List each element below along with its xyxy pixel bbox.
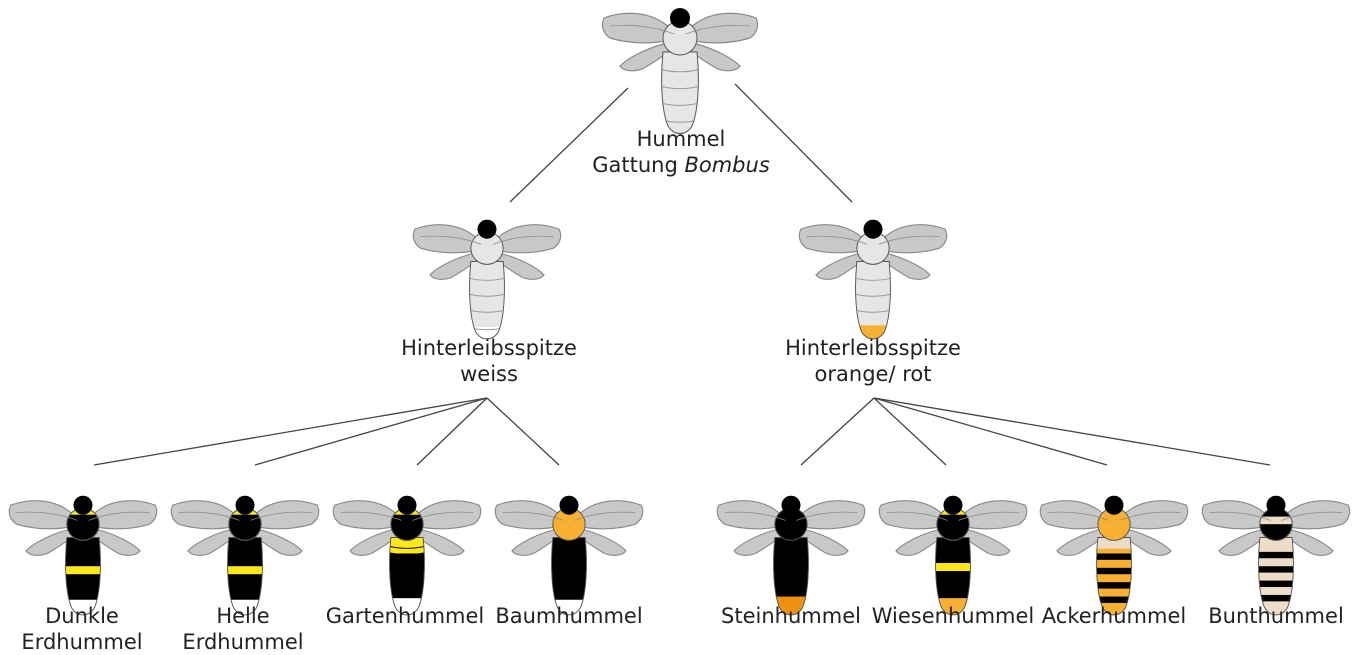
bee-helle-erdhummel-icon [171, 496, 318, 618]
species-label-bunthummel: Bunthummel [1208, 603, 1344, 629]
branch-label-line2: orange/ rot [785, 361, 961, 387]
species-label-wiesenhummel: Wiesenhummel [872, 603, 1035, 629]
root-label-genus: Bombus [684, 153, 769, 177]
bee-steinhummel-icon [717, 496, 864, 618]
bee-bunthummel-icon [1202, 496, 1349, 615]
bee-white-tip-icon [413, 220, 560, 342]
root-label-line1: Hummel [592, 126, 770, 152]
branch-label-line1: Hinterleibsspitze [401, 335, 577, 361]
species-label-baumhummel: Baumhummel [495, 603, 642, 629]
branch-label-line1: Hinterleibsspitze [785, 335, 961, 361]
species-label-helle-erdhummel: Helle Erdhummel [182, 603, 303, 655]
bee-root-icon [602, 8, 757, 134]
species-label-gartenhummel: Gartenhummel [326, 603, 485, 629]
bee-orange-tip-icon [799, 220, 946, 342]
bee-ackerhummel-icon [1040, 496, 1187, 615]
species-label-dunkle-erdhummel: Dunkle Erdhummel [21, 603, 142, 655]
branch-label-line2: weiss [401, 361, 577, 387]
bee-wiesenhummel-icon [879, 496, 1026, 618]
branch-label-weiss: Hinterleibsspitze weiss [401, 335, 577, 387]
root-label: Hummel Gattung Bombus [592, 126, 770, 178]
branch-label-orange: Hinterleibsspitze orange/ rot [785, 335, 961, 387]
species-label-steinhummel: Steinhummel [721, 603, 861, 629]
root-label-line2: Gattung [592, 153, 684, 177]
species-label-ackerhummel: Ackerhummel [1042, 603, 1186, 629]
bee-dunkle-erdhummel-icon [9, 496, 156, 618]
bee-gartenhummel-icon [333, 496, 480, 618]
connector-line [487, 398, 559, 465]
connector-line [801, 398, 874, 465]
bee-baumhummel-icon [495, 496, 642, 618]
